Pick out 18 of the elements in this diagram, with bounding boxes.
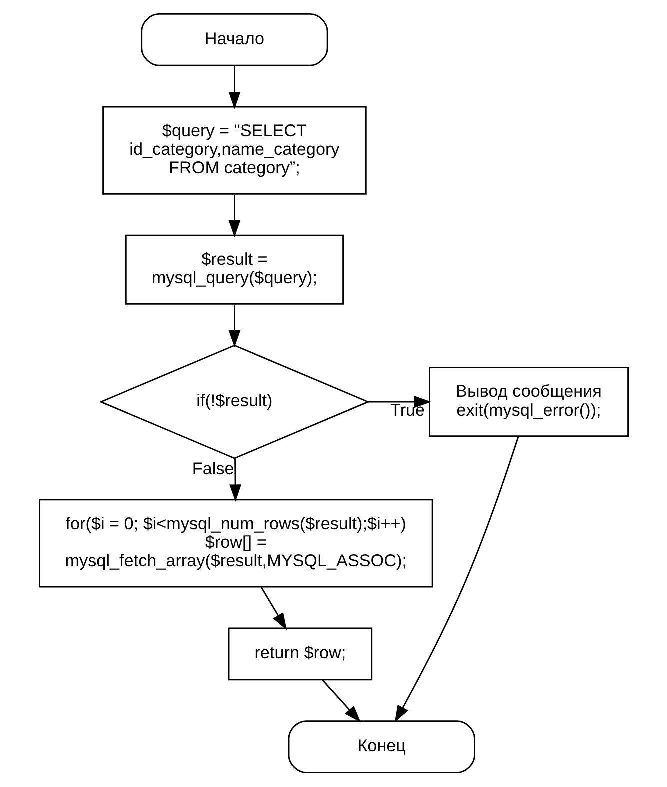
node-box: return $row; [228,628,372,681]
node-box: for($i = 0; $i<mysql_num_rows($result);$i++) $row[] = mysql_fetch_array($result,MYSQL_ASSOC); [38,499,433,588]
node-box: Конец [288,720,475,774]
arrow [228,194,240,238]
edge-label: False [192,458,234,478]
arrow [260,587,287,630]
arrow [322,680,361,723]
node-box: $result = mysql_query($query); [124,234,344,305]
node-diamond: if(!$result) [98,344,370,460]
arrow [229,458,242,502]
arrow [228,304,240,348]
arrow [394,436,519,723]
arrow [228,66,240,110]
node-box: $query = "SELECT id_category,name_category FROM category”; [102,106,366,195]
node-box: Вывод сообщения exit(mysql_error()); [428,367,628,438]
edge-label: True [390,400,425,420]
arrow [368,396,432,408]
node-box: Начало [140,14,328,66]
